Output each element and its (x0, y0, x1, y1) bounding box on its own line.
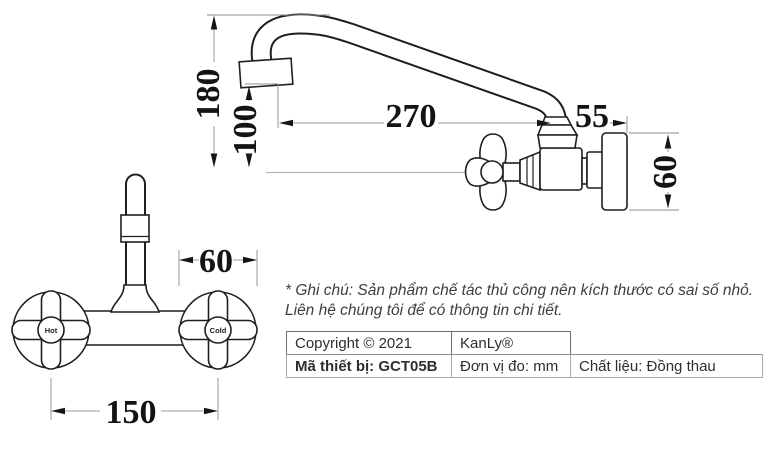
wall-flange (601, 132, 628, 211)
note: * Ghi chú: Sản phẩm chế tác thủ công nên… (285, 281, 755, 321)
dim-55-label: 55 (575, 98, 609, 135)
dim-wall-offset: 55 (575, 98, 627, 135)
spout-nut-lower (537, 134, 578, 149)
dim-flange-height: 60 (647, 134, 684, 209)
note-line-2: Liên hệ chúng tôi để có thông tin chi ti… (285, 302, 563, 319)
handle-hub (480, 160, 504, 184)
aerator (238, 57, 294, 89)
info-table-row-2: Mã thiết bị: GCT05B Đơn vị đo: mm Chất l… (286, 354, 763, 378)
spout-nut-upper (536, 124, 579, 136)
dim-spout-reach: 270 (279, 98, 551, 135)
dim-60-side-label: 60 (647, 155, 684, 189)
hot-label: Hot (45, 326, 58, 335)
dim-60-front-label: 60 (199, 243, 233, 280)
material-cell: Chất liệu: Đồng thau (579, 357, 716, 375)
cold-handle-cap (204, 316, 232, 344)
model-code-cell: Mã thiết bị: GCT05B (287, 355, 452, 377)
dim-spout-height: 100 (227, 86, 264, 168)
side-view: 180 100 270 55 (190, 13, 684, 211)
cold-label: Cold (210, 326, 227, 335)
spout (238, 13, 568, 128)
wall-nut (586, 151, 604, 189)
brand-cell: KanLy® (460, 334, 514, 352)
bonnet (519, 150, 541, 192)
hot-handle-cap (37, 316, 65, 344)
dim-handle-diameter: 60 (178, 243, 258, 286)
unit-cell: Đơn vị đo: mm (452, 355, 571, 377)
note-line-1: * Ghi chú: Sản phẩm chế tác thủ công nên… (285, 282, 754, 299)
dim-handle-spacing: 150 (50, 378, 219, 431)
dim-total-height: 180 (190, 15, 227, 168)
riser-pipe (109, 173, 161, 313)
pipe-collar (120, 214, 150, 243)
copyright-cell: Copyright © 2021 (287, 332, 452, 354)
cold-handle[interactable]: Cold (178, 290, 258, 370)
dim-150-label: 150 (106, 394, 157, 431)
dim-100-label: 100 (227, 105, 264, 156)
pipe-bell-base (109, 284, 161, 313)
valve-assembly (464, 116, 628, 211)
dim-270-label: 270 (386, 98, 437, 135)
hot-handle[interactable]: Hot (11, 290, 91, 370)
valve-body (539, 147, 583, 191)
front-view: Hot Cold 60 (11, 173, 258, 431)
info-table: Copyright © 2021 KanLy® Mã thiết bị: GCT… (286, 331, 763, 378)
dim-180-label: 180 (190, 69, 227, 120)
handle-stem (502, 162, 521, 182)
info-table-row-1: Copyright © 2021 KanLy® (286, 331, 571, 354)
